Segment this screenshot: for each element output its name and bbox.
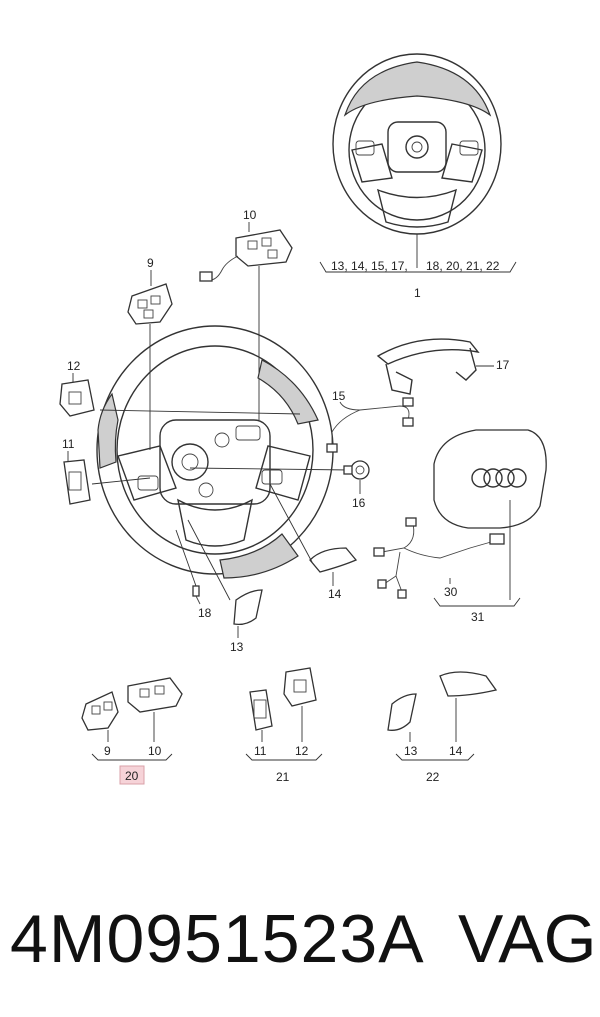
screw-18 bbox=[192, 585, 201, 605]
group-20-item-10: 10 bbox=[148, 744, 162, 758]
switch-panel-right-cover bbox=[59, 379, 95, 417]
callout-30: 30 bbox=[444, 585, 458, 599]
wiring-harness-30 bbox=[373, 517, 505, 599]
callout-1: 1 bbox=[414, 286, 421, 300]
part-number-row: 4M0951523A VAG bbox=[0, 900, 600, 990]
bolt-16 bbox=[343, 460, 370, 480]
callout-16: 16 bbox=[352, 496, 366, 510]
callout-17: 17 bbox=[496, 358, 510, 372]
trim-panel-13 bbox=[233, 589, 263, 626]
callout-15: 15 bbox=[332, 389, 346, 403]
callout-31: 31 bbox=[471, 610, 485, 624]
callout-11: 11 bbox=[62, 437, 75, 451]
callout-14: 14 bbox=[328, 587, 342, 601]
part-number: 4M0951523A bbox=[10, 901, 425, 977]
callout-13: 13 bbox=[230, 640, 244, 654]
trim-panel-14 bbox=[309, 547, 358, 573]
brand-name: VAG bbox=[458, 901, 597, 977]
wiring-harness-15 bbox=[326, 397, 414, 453]
callout-21: 21 bbox=[276, 770, 290, 784]
callout-12: 12 bbox=[67, 359, 81, 373]
trim-frame bbox=[376, 338, 480, 395]
callout-18: 18 bbox=[198, 606, 212, 620]
callout-9: 9 bbox=[147, 256, 154, 270]
left-multifunction-switch bbox=[127, 283, 173, 325]
group-22-trims bbox=[387, 671, 498, 731]
group-21-item-11: 11 bbox=[254, 744, 267, 758]
parts-diagram: 13, 14, 15, 17, 18, 20, 21, 22 1 10 9 bbox=[59, 53, 547, 785]
callout-1-list-b: 18, 20, 21, 22 bbox=[426, 259, 500, 273]
group-20-item-9: 9 bbox=[104, 744, 111, 758]
steering-wheel-assembly-thumbnail bbox=[332, 53, 502, 235]
group-20-highlight bbox=[119, 765, 145, 785]
steering-wheel bbox=[96, 325, 334, 579]
group-22-item-14: 14 bbox=[449, 744, 463, 758]
callout-1-list-a: 13, 14, 15, 17, bbox=[331, 259, 408, 273]
callout-20: 20 bbox=[125, 769, 139, 783]
callout-10: 10 bbox=[243, 208, 257, 222]
group-20-switches bbox=[81, 677, 183, 731]
group-21-covers bbox=[249, 667, 317, 731]
callout-22: 22 bbox=[426, 770, 440, 784]
group-22-item-13: 13 bbox=[404, 744, 418, 758]
airbag-unit bbox=[433, 429, 547, 529]
group-21-item-12: 12 bbox=[295, 744, 309, 758]
right-multifunction-switch bbox=[199, 229, 293, 282]
switch-panel-left-cover bbox=[63, 459, 91, 505]
